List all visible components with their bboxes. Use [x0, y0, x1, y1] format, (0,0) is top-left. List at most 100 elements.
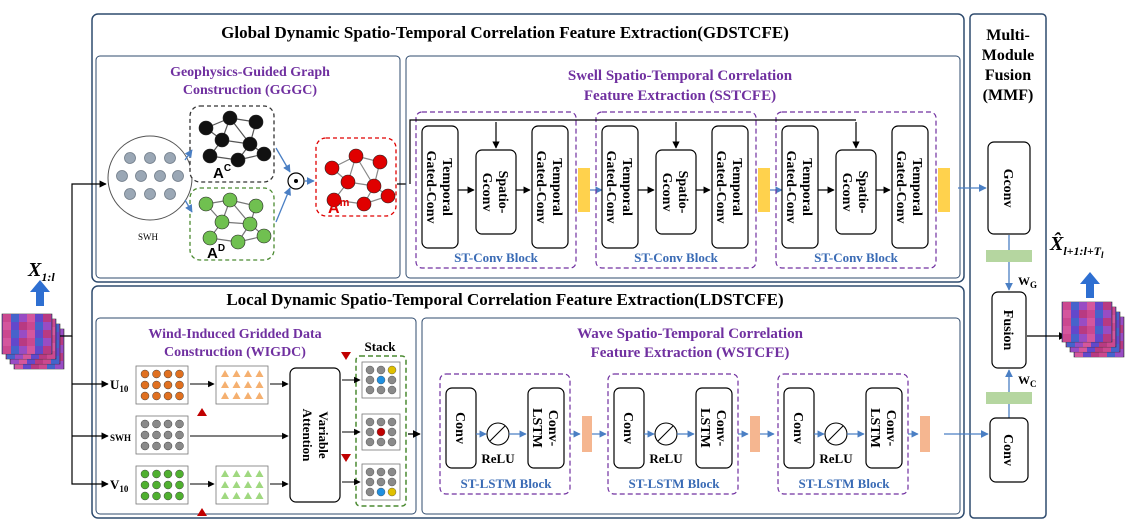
field-cell — [1063, 318, 1071, 326]
field-cell — [43, 356, 51, 364]
field-cell — [27, 330, 35, 338]
row-label-sub: 10 — [119, 384, 129, 394]
field-cell — [1103, 326, 1111, 334]
field-cell — [19, 356, 27, 364]
field-cell — [3, 346, 11, 354]
stconv-block-label: ST-Conv Block — [814, 250, 898, 265]
field-cell — [3, 322, 11, 330]
row-label: U10 — [110, 377, 129, 394]
spatio-gconv-box — [655, 149, 697, 235]
field-cell — [1071, 344, 1079, 352]
ad-graph — [198, 192, 272, 250]
gated-conv-label: Gated-Conv — [713, 150, 728, 223]
layer-norm-bar — [938, 168, 950, 212]
grid-triangle — [244, 492, 252, 499]
sstcfe-title-1: Swell Spatio-Temporal Correlation — [568, 68, 793, 84]
grid-dot — [140, 391, 150, 401]
grid-triangle — [244, 381, 252, 388]
conv-box — [783, 387, 815, 469]
field-cell — [35, 356, 43, 364]
field-cell — [11, 314, 19, 322]
stack-dot — [365, 487, 375, 497]
wg-bar — [986, 250, 1032, 262]
graph-node — [326, 192, 342, 208]
field-cell — [1107, 339, 1115, 347]
conv-text: Conv — [452, 412, 467, 444]
temporal-gated-conv-box — [781, 125, 819, 249]
dropout-bar — [750, 416, 760, 452]
field-cell — [1075, 349, 1083, 357]
spatio-gconv-text: Spatio-Gconv — [479, 171, 510, 214]
field-cell — [11, 322, 19, 330]
field-cell — [1063, 334, 1071, 342]
grid-triangle — [221, 392, 229, 399]
temporal-gated-conv-box — [531, 125, 569, 249]
mmf-gconv-box — [987, 141, 1031, 235]
mmf-fusion-label: Fusion — [1000, 310, 1015, 351]
mmf-gconv-label: Gconv — [1000, 169, 1015, 208]
grid-dot — [140, 419, 150, 429]
grid-triangle — [232, 492, 241, 499]
field-cell — [1103, 310, 1111, 318]
relu-label: ReLU — [819, 451, 853, 466]
graph-node — [198, 120, 214, 136]
conv-lstm-label-2: LSTM — [529, 408, 544, 448]
field-cell — [1091, 349, 1099, 357]
swh-to-ad-arrow — [184, 199, 193, 213]
grid-dot — [152, 480, 161, 490]
field-cell — [1079, 334, 1087, 342]
field-cell — [1087, 310, 1095, 318]
conv-box — [613, 387, 645, 469]
row-label-main: U — [110, 377, 120, 392]
stlstm-block — [777, 373, 909, 495]
temporal-gated-conv-box — [891, 125, 929, 249]
grid-dot — [152, 369, 161, 379]
graph-node — [214, 214, 230, 230]
grid-triangle — [255, 381, 264, 388]
grid-triangle — [244, 370, 252, 377]
variable-attention-text: Variable Attention — [300, 409, 331, 462]
stack-dot — [387, 375, 397, 385]
wc-label: WC — [1018, 373, 1037, 389]
wstcfe-title-2: Feature Extraction (WSTCFE) — [591, 345, 790, 361]
field-cell — [1087, 302, 1095, 310]
grid-triangle — [255, 392, 264, 399]
field-cell — [1079, 302, 1087, 310]
grid-triangle — [221, 370, 229, 377]
stack-dot — [387, 385, 397, 395]
field-cell — [43, 346, 51, 354]
grid-dot — [175, 430, 184, 440]
field-cell — [27, 338, 35, 346]
swh-node — [154, 170, 166, 182]
grid-dot — [152, 491, 161, 501]
grid-dot — [163, 380, 173, 390]
field-cell — [35, 314, 43, 322]
mmf-title-3: Fusion — [985, 67, 1031, 84]
wigdc-title-2: Construction (WIGDC) — [164, 345, 306, 360]
relu-circle — [824, 422, 848, 446]
temporal-label: Temporal — [909, 158, 924, 216]
temporal-gated-conv-box — [421, 125, 459, 249]
stack-dot — [376, 375, 386, 385]
input-to-swh-arrow — [60, 180, 107, 337]
grid-triangle — [232, 392, 241, 399]
grid-dot — [175, 491, 184, 501]
mmf-title-4: (MMF) — [983, 87, 1034, 104]
mmf-fusion-box — [991, 291, 1027, 369]
grid-triangle — [244, 481, 252, 488]
conv-label: Conv — [790, 412, 805, 444]
layer-norm-bar — [578, 168, 590, 212]
conv-label: Conv — [620, 412, 635, 444]
stlstm-block — [607, 373, 739, 495]
conv-lstm-label-1: Conv- — [713, 410, 728, 447]
swh-node — [164, 152, 176, 164]
stack-dot — [365, 417, 375, 427]
graph-node — [356, 196, 372, 212]
field-cell — [1063, 310, 1071, 318]
stack-dot — [387, 427, 397, 437]
temporal-gated-conv-box — [711, 125, 749, 249]
stack-dot — [387, 437, 397, 447]
wigdc-title-1: Wind-Induced Gridded Data — [148, 327, 321, 342]
